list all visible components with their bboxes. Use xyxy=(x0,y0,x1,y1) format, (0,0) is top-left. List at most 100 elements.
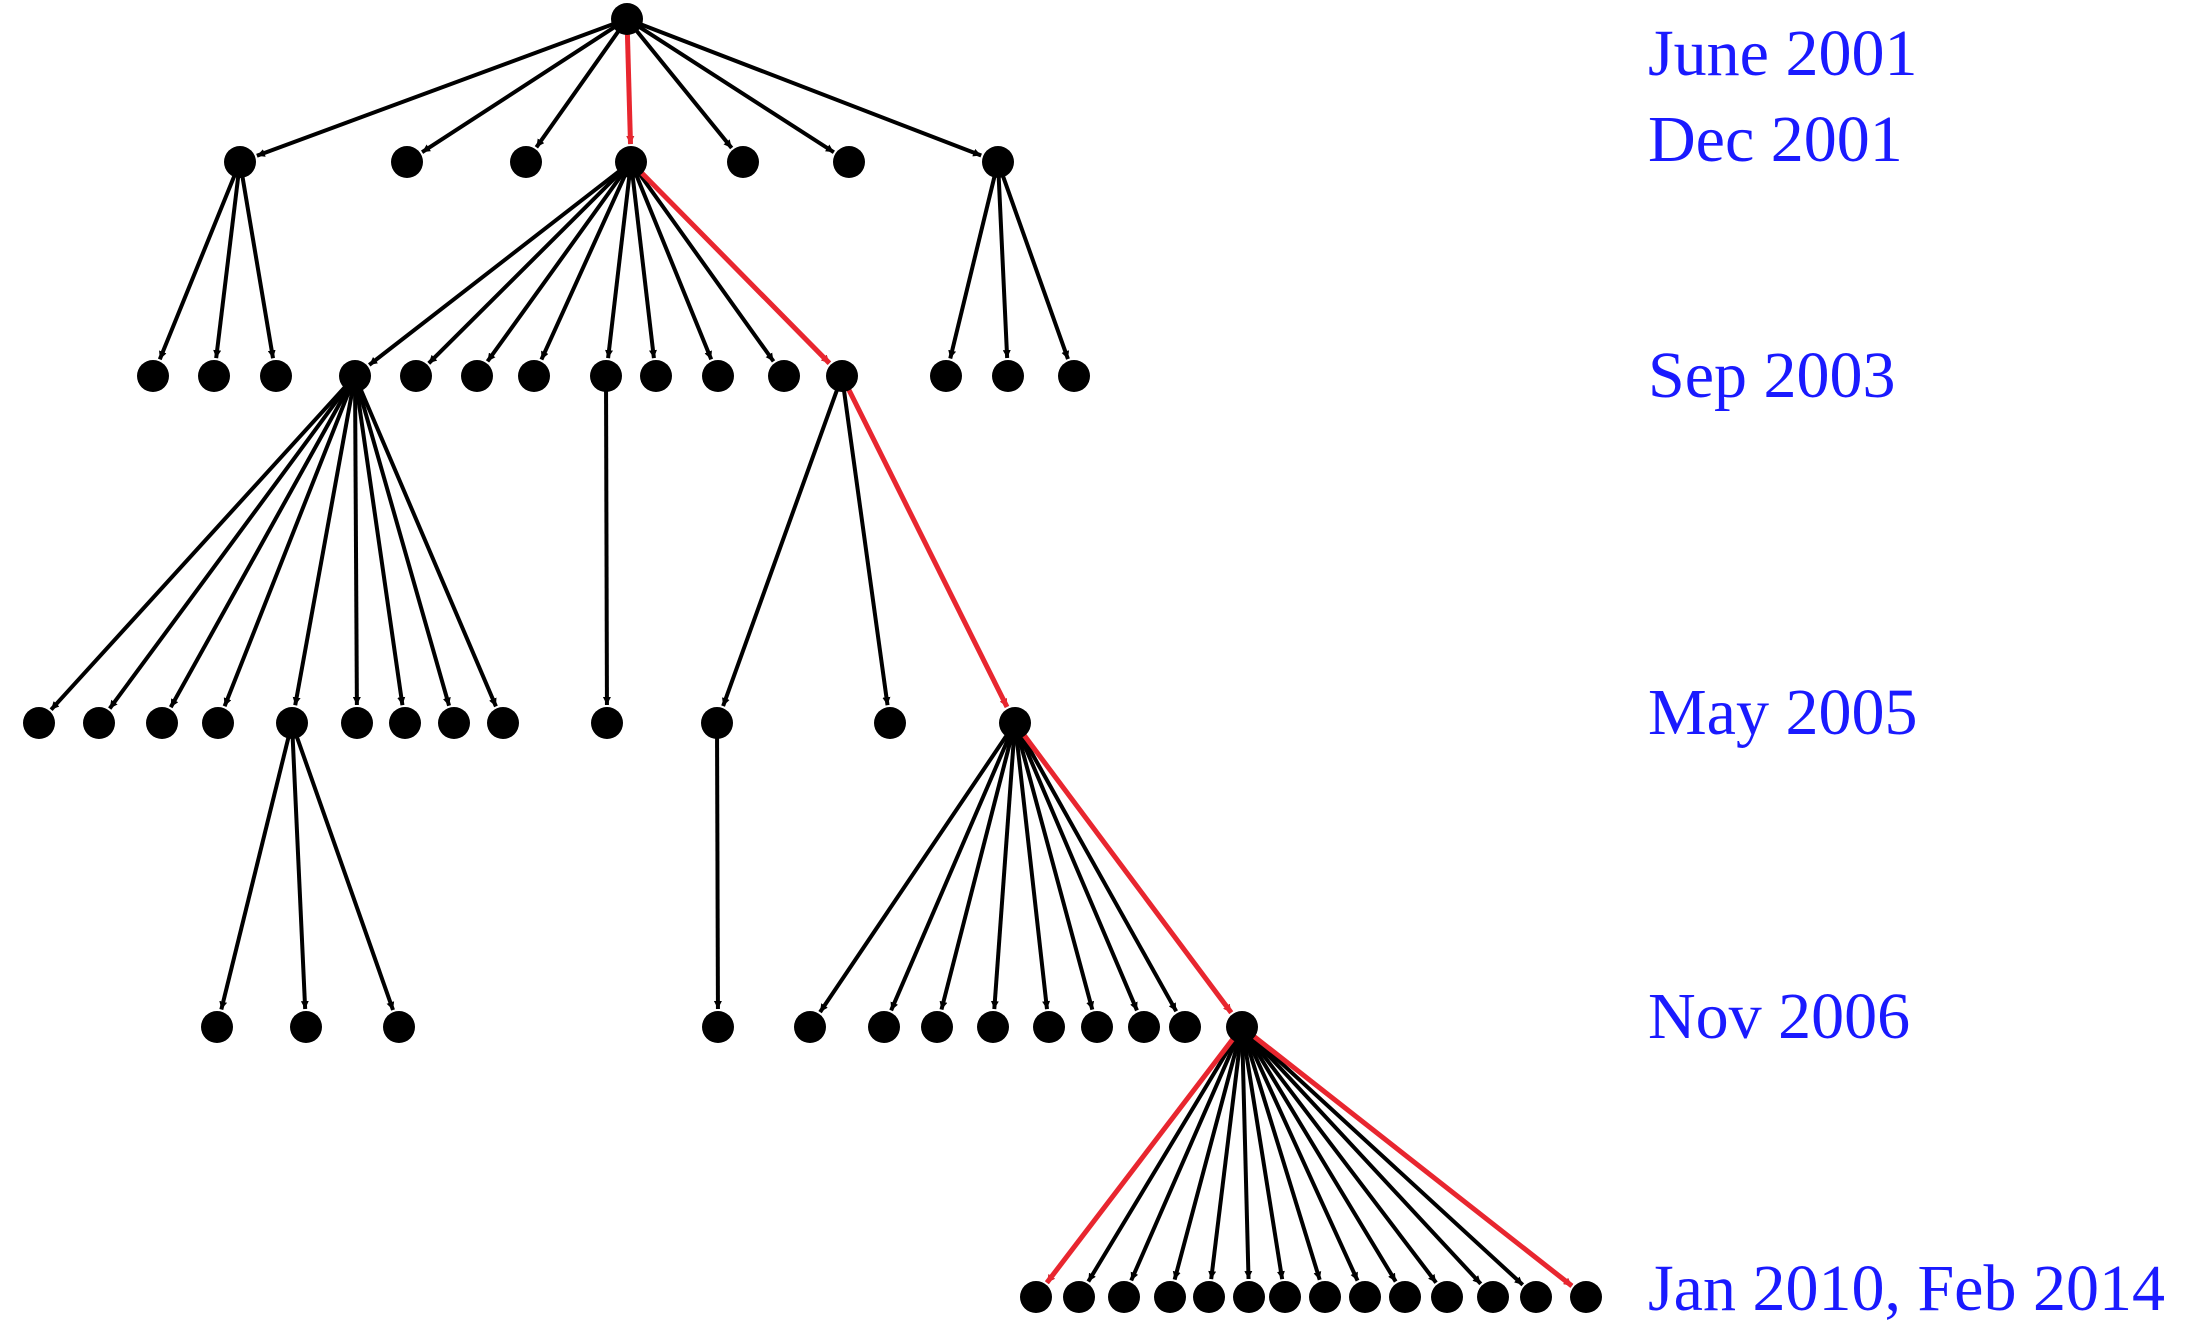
edge xyxy=(1086,1032,1240,1283)
highlighted-edge xyxy=(1044,1031,1240,1285)
highlighted-edge xyxy=(1017,727,1234,1015)
tree-node xyxy=(510,146,542,178)
timeline-labels: June 2001 Dec 2001 Sep 2003 May 2005 Nov… xyxy=(1648,17,2165,1325)
tree-node xyxy=(999,707,1031,739)
edge xyxy=(1013,730,1051,1010)
edge xyxy=(108,381,352,710)
edge xyxy=(998,168,1070,360)
edge xyxy=(939,730,1015,1011)
label-nov-2006: Nov 2006 xyxy=(1648,980,1910,1053)
tree-node xyxy=(702,360,734,392)
tree-node xyxy=(1226,1011,1258,1043)
edge xyxy=(421,21,622,154)
edge xyxy=(630,23,734,150)
edge xyxy=(996,169,1011,359)
edge xyxy=(1241,1034,1285,1280)
highlighted-edge xyxy=(634,165,832,365)
tree-node xyxy=(1520,1281,1552,1313)
tree-node xyxy=(1431,1281,1463,1313)
edge xyxy=(292,383,356,706)
tree-node xyxy=(977,1011,1009,1043)
tree-node xyxy=(389,707,421,739)
tree-node xyxy=(1063,1281,1095,1313)
tree-node xyxy=(1389,1281,1421,1313)
edge xyxy=(355,383,451,707)
edge xyxy=(841,383,891,706)
tree-node xyxy=(1108,1281,1140,1313)
tree-node xyxy=(1128,1011,1160,1043)
edge xyxy=(634,167,776,363)
label-jan-2010-feb-2014: Jan 2010, Feb 2014 xyxy=(1648,1252,2165,1325)
tree-node xyxy=(1477,1281,1509,1313)
tree-node xyxy=(982,146,1014,178)
tree-node xyxy=(615,146,647,178)
tree-node xyxy=(992,360,1024,392)
edge xyxy=(1172,1034,1242,1281)
tree-node xyxy=(83,707,115,739)
edge xyxy=(1243,1033,1360,1282)
edge xyxy=(721,382,842,707)
tree-node xyxy=(1154,1281,1186,1313)
tree-node xyxy=(874,707,906,739)
tree-node xyxy=(1233,1281,1265,1313)
edge xyxy=(356,382,498,708)
tree-node xyxy=(1033,1011,1065,1043)
highlighted-edge xyxy=(843,382,1010,709)
edge xyxy=(169,382,353,709)
tree-node xyxy=(611,3,643,35)
edge xyxy=(367,165,626,367)
edge xyxy=(632,168,714,361)
tree-node xyxy=(137,360,169,392)
tree-node xyxy=(1269,1281,1301,1313)
edge xyxy=(239,169,276,359)
edge xyxy=(818,728,1013,1014)
tree-node xyxy=(198,360,230,392)
edge xyxy=(948,169,999,359)
tree-node xyxy=(591,707,623,739)
tree-node xyxy=(400,360,432,392)
tree-node xyxy=(1309,1281,1341,1313)
tree-node xyxy=(202,707,234,739)
tree-node xyxy=(640,360,672,392)
tree-node xyxy=(702,1011,734,1043)
edge xyxy=(713,730,722,1010)
label-dec-2001: Dec 2001 xyxy=(1648,103,1903,176)
tree-node xyxy=(868,1011,900,1043)
edge xyxy=(990,730,1017,1010)
edge xyxy=(1208,1034,1244,1280)
edge xyxy=(1242,1034,1322,1281)
tree-node xyxy=(930,360,962,392)
highlighted-edge xyxy=(1246,1029,1574,1288)
edge xyxy=(292,729,395,1011)
edge xyxy=(632,21,835,154)
edge xyxy=(49,380,352,712)
tree-node xyxy=(383,1011,415,1043)
edge xyxy=(1017,729,1178,1013)
edge xyxy=(629,169,657,359)
tree-node xyxy=(794,1011,826,1043)
edge xyxy=(485,167,628,363)
edge xyxy=(602,383,611,706)
edge xyxy=(219,730,293,1011)
tree-node xyxy=(23,707,55,739)
tree-node xyxy=(826,360,858,392)
tree-node xyxy=(1570,1281,1602,1313)
edge xyxy=(534,24,625,149)
edge xyxy=(256,19,621,158)
tree-node xyxy=(276,707,308,739)
edge xyxy=(354,383,406,706)
tree-node xyxy=(921,1011,953,1043)
highlighted-edge xyxy=(624,26,635,145)
edge xyxy=(1244,1032,1398,1283)
tree-edges xyxy=(49,19,1574,1288)
tree-node xyxy=(290,1011,322,1043)
tree-node xyxy=(1081,1011,1113,1043)
edge xyxy=(1245,1031,1483,1286)
tree-node xyxy=(146,707,178,739)
edge xyxy=(290,730,309,1010)
edge xyxy=(1240,1034,1253,1280)
label-may-2005: May 2005 xyxy=(1648,676,1917,749)
tree-node xyxy=(727,146,759,178)
tree-node xyxy=(224,146,256,178)
tree-node xyxy=(391,146,423,178)
